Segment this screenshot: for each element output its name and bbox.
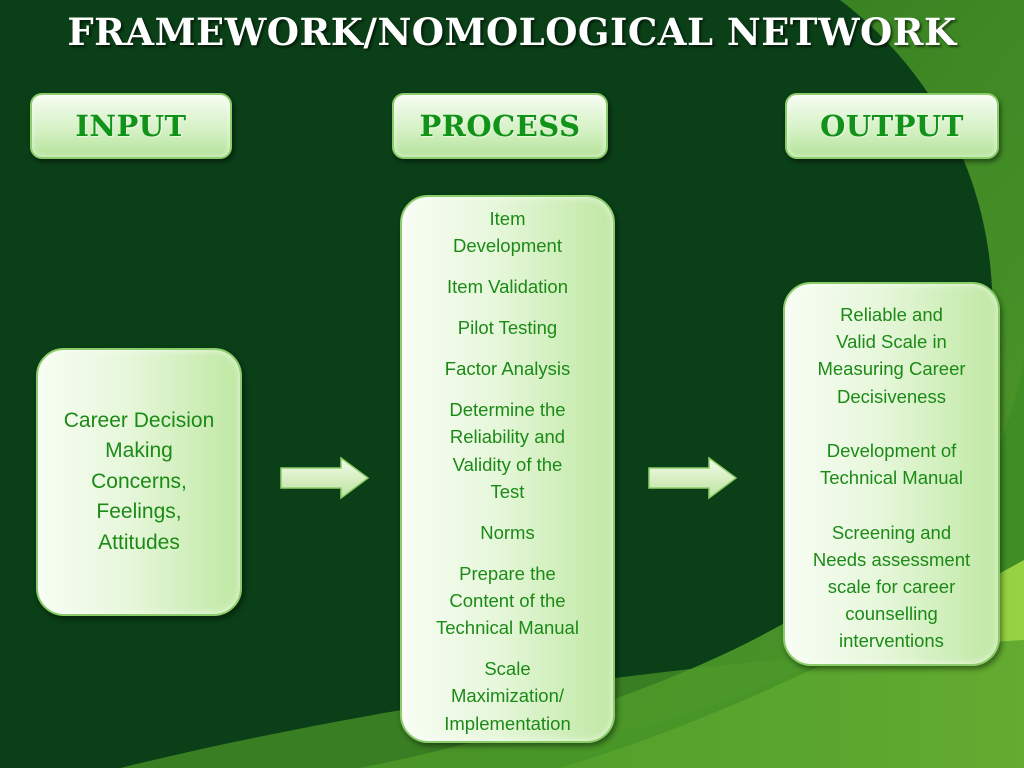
process-item-line: Pilot Testing [457,317,558,339]
output-item-line: Valid Scale in [836,331,947,353]
process-header: PROCESS [392,93,608,159]
input-text-line: Feelings, [96,500,182,524]
process-item: Item Validation [447,273,568,300]
process-item: Factor Analysis [445,355,570,382]
output-item-line: Reliable and [840,304,943,325]
slide-title: FRAMEWORK/NOMOLOGICAL NETWORK [67,10,957,54]
process-item-line: Validity of the [452,453,563,475]
input-header: INPUT [30,93,232,159]
process-item-line: Norms [480,521,535,543]
output-item-line: scale for career [827,576,956,597]
process-item-line: Item [489,208,526,229]
output-item-line: Screening and [831,521,952,543]
output-item-line: counselling [845,603,938,625]
output-item-line: interventions [839,630,944,652]
input-text-line: Making [105,439,173,463]
process-item: Norms [480,519,534,546]
output-item-line: Needs assessment [812,548,971,570]
process-item-line: Development [452,235,562,257]
process-item-line: Factor Analysis [444,358,571,380]
output-item-line: Technical Manual [820,467,963,489]
output-item-line: Development of [826,440,957,461]
process-item-line: Maximization/ [450,685,565,707]
right-arrow-icon [280,456,370,500]
process-item-line: Content of the [449,590,566,612]
process-item-line: Reliability and [449,426,566,448]
process-item-line: Technical Manual [436,617,579,639]
input-text-line: Attitudes [98,530,180,554]
process-item-line: Determine the [449,399,566,421]
process-item-line: Scale [484,658,531,680]
output-item-line: Measuring Career [817,358,966,380]
output-item: Development of Technical Manual [820,437,963,491]
process-item-line: Implementation [444,712,571,734]
output-header: OUTPUT [785,93,999,159]
right-arrow-icon [648,456,738,500]
process-item-line: Test [490,480,525,502]
process-item-line: Item Validation [447,276,568,298]
process-item-line: Prepare the [459,562,556,584]
input-text-line: Concerns, [91,469,187,493]
process-item: Pilot Testing [458,314,557,341]
input-text-line: Career Decision [63,408,215,432]
output-item-line: Decisiveness [836,385,946,407]
